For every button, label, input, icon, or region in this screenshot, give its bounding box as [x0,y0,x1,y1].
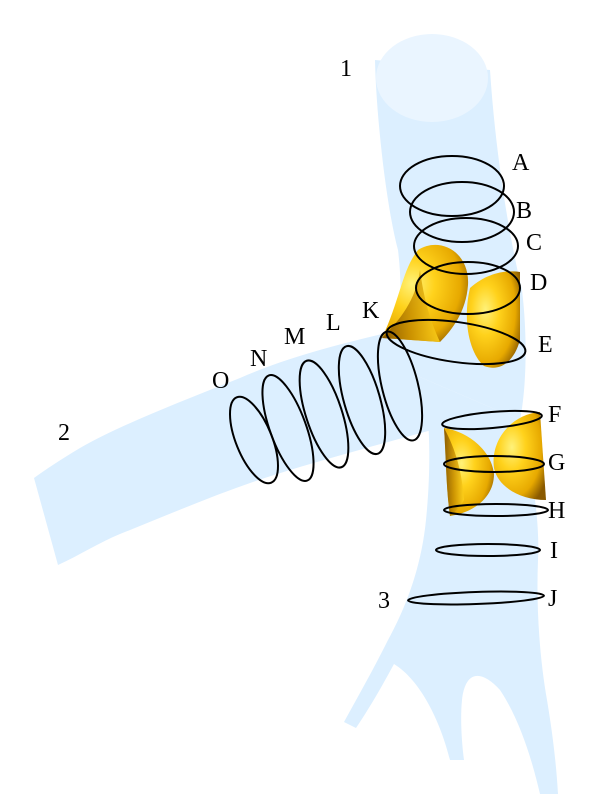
ring-d [415,261,521,315]
branch-label-2: 2 [58,420,70,446]
ring-a [399,155,505,217]
lower-valve-leaflet-right [493,412,546,500]
section-label-l: L [326,310,341,336]
section-label-h: H [548,498,565,524]
section-label-g: G [548,450,565,476]
ring-l [337,344,387,456]
ring-c [413,217,519,275]
ring-g [443,455,545,473]
ring-h [443,503,549,517]
section-label-k: K [362,298,380,324]
ring-i [435,543,541,557]
section-label-m: M [284,324,305,350]
section-label-j: J [548,586,557,612]
ring-j [407,590,545,606]
section-label-n: N [250,346,267,372]
branch-label-3: 3 [378,588,390,614]
ring-k [376,330,424,442]
section-label-d: D [530,270,547,296]
lower-valve-leaflet-left-shade [444,428,464,516]
section-label-i: I [550,538,558,564]
ring-m [298,359,350,469]
lower-valve [444,412,546,516]
section-label-e: E [538,332,553,358]
ring-b [409,181,515,243]
section-rings [229,155,549,606]
section-label-c: C [526,230,542,256]
section-label-o: O [212,368,229,394]
ring-f [441,409,543,431]
section-label-a: A [512,150,530,176]
upper-valve-leaflet-right [466,271,520,368]
side-branch [34,330,432,565]
section-label-f: F [548,402,561,428]
top-opening [376,34,488,122]
section-label-b: B [516,198,532,224]
branch-label-1: 1 [340,56,352,82]
upper-valve [382,244,520,368]
ring-o [229,395,279,485]
